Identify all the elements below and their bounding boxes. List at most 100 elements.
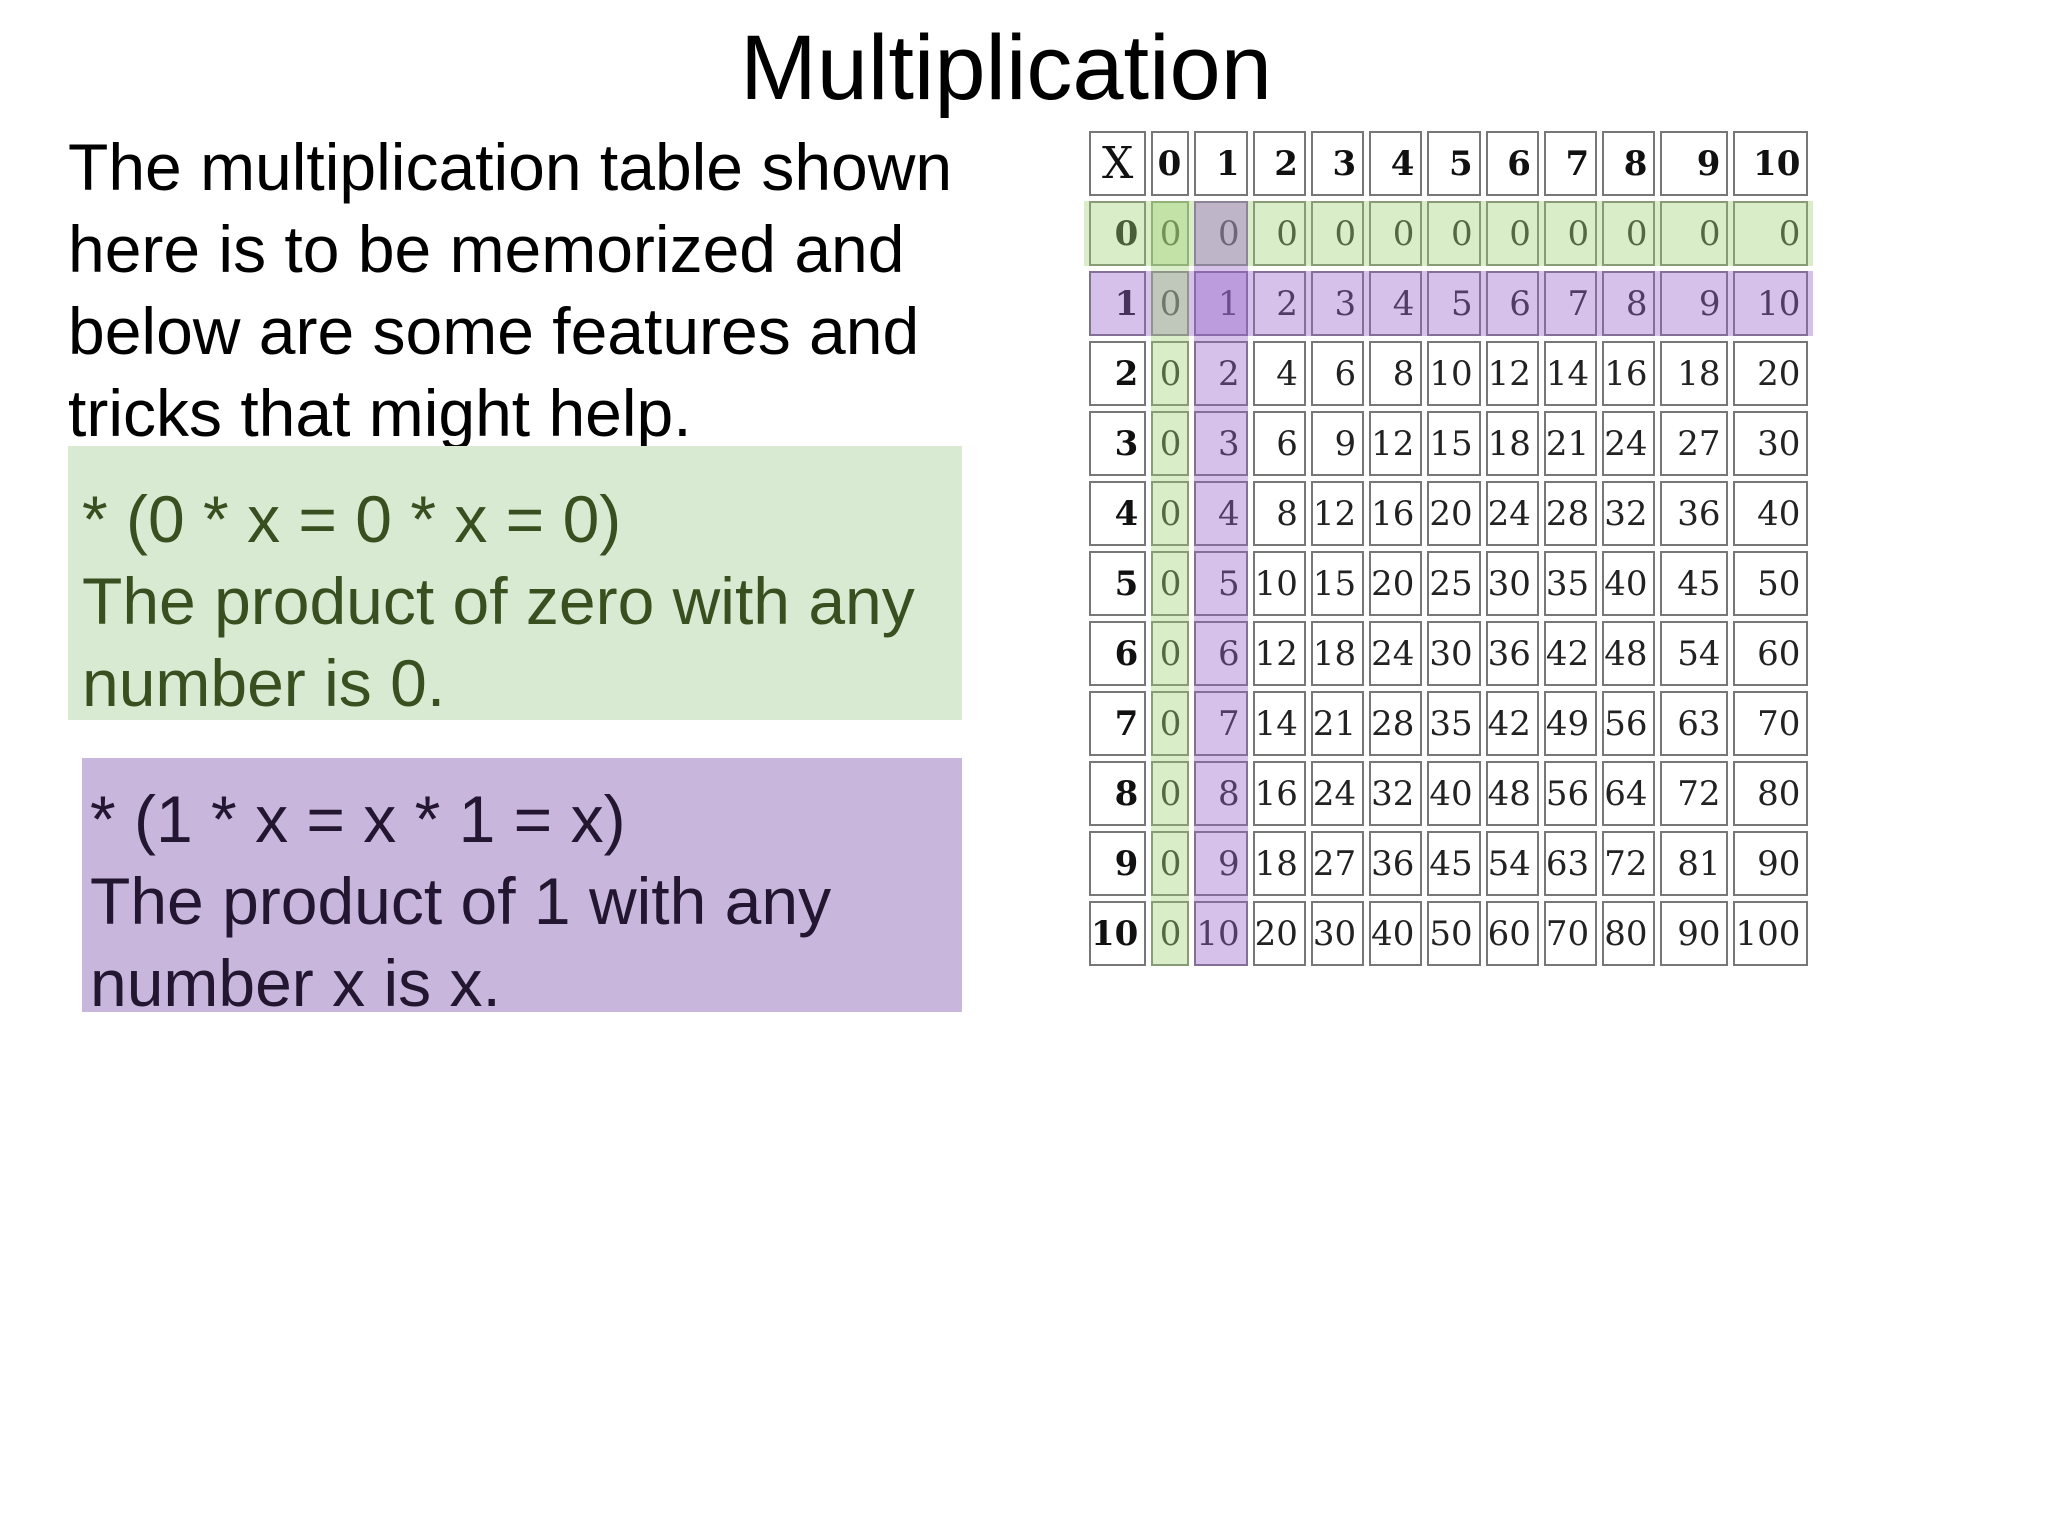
table-cell: 0: [1151, 621, 1190, 686]
table-cell: 20: [1252, 901, 1306, 966]
table-cell: 7: [1194, 691, 1248, 756]
table-cell: 45: [1427, 831, 1481, 896]
table-cell: 2: [1194, 341, 1248, 406]
table-cell: 16: [1252, 761, 1306, 826]
column-header-0: 0: [1151, 131, 1190, 196]
table-cell: 18: [1310, 621, 1365, 686]
table-cell: 45: [1660, 551, 1729, 616]
table-cell: 10: [1252, 551, 1306, 616]
table-cell: 8: [1369, 341, 1423, 406]
table-cell: 30: [1310, 901, 1365, 966]
identity-property-line-2: number x is x.: [90, 946, 501, 1020]
table-cell: 8: [1252, 481, 1306, 546]
table-cell: 72: [1660, 761, 1729, 826]
table-cell: 0: [1151, 481, 1190, 546]
table-corner-label: X: [1089, 131, 1147, 196]
table-cell: 3: [1194, 411, 1248, 476]
table-cell: 80: [1602, 901, 1656, 966]
table-cell: 24: [1369, 621, 1423, 686]
column-header-3: 3: [1310, 131, 1365, 196]
table-cell: 16: [1369, 481, 1423, 546]
row-header-2: 2: [1089, 341, 1147, 406]
table-cell: 70: [1733, 691, 1809, 756]
table-cell: 54: [1485, 831, 1539, 896]
table-cell: 12: [1369, 411, 1423, 476]
table-cell: 50: [1427, 901, 1481, 966]
table-cell: 90: [1733, 831, 1809, 896]
table-cell: 14: [1252, 691, 1306, 756]
table-cell: 48: [1485, 761, 1539, 826]
table-cell: 27: [1310, 831, 1365, 896]
identity-property-rule: * (1 * x = x * 1 = x): [90, 782, 626, 856]
table-cell: 0: [1660, 201, 1729, 266]
table-cell: 6: [1194, 621, 1248, 686]
table-cell: 10: [1194, 901, 1248, 966]
table-cell: 100: [1733, 901, 1809, 966]
table-cell: 0: [1151, 831, 1190, 896]
table-cell: 4: [1252, 341, 1306, 406]
table-cell: 28: [1543, 481, 1598, 546]
table-cell: 27: [1660, 411, 1729, 476]
table-cell: 9: [1660, 271, 1729, 336]
table-cell: 10: [1427, 341, 1481, 406]
table-cell: 90: [1660, 901, 1729, 966]
row-header-1: 1: [1089, 271, 1147, 336]
zero-property-line-2: number is 0.: [82, 646, 446, 720]
table-cell: 50: [1733, 551, 1809, 616]
table-cell: 12: [1252, 621, 1306, 686]
table-cell: 25: [1427, 551, 1481, 616]
table-cell: 54: [1660, 621, 1729, 686]
row-header-10: 10: [1089, 901, 1147, 966]
column-header-1: 1: [1194, 131, 1248, 196]
table-cell: 16: [1602, 341, 1656, 406]
column-header-4: 4: [1369, 131, 1423, 196]
row-header-8: 8: [1089, 761, 1147, 826]
table-cell: 40: [1427, 761, 1481, 826]
table-cell: 12: [1485, 341, 1539, 406]
table-cell: 80: [1733, 761, 1809, 826]
zero-property-rule: * (0 * x = 0 * x = 0): [82, 482, 622, 556]
table-cell: 3: [1310, 271, 1365, 336]
column-header-10: 10: [1733, 131, 1809, 196]
column-header-2: 2: [1252, 131, 1306, 196]
row-header-0: 0: [1089, 201, 1147, 266]
table-cell: 20: [1427, 481, 1481, 546]
table-cell: 0: [1310, 201, 1365, 266]
table-cell: 0: [1151, 201, 1190, 266]
table-cell: 5: [1427, 271, 1481, 336]
zero-property-line-1: The product of zero with any: [82, 564, 915, 638]
table-cell: 0: [1485, 201, 1539, 266]
table-cell: 7: [1543, 271, 1598, 336]
table-cell: 42: [1485, 691, 1539, 756]
table-cell: 30: [1485, 551, 1539, 616]
slide-title: Multiplication: [740, 17, 1272, 119]
table-cell: 15: [1427, 411, 1481, 476]
table-cell: 40: [1602, 551, 1656, 616]
table-cell: 0: [1151, 691, 1190, 756]
table-cell: 1: [1194, 271, 1248, 336]
table-cell: 18: [1252, 831, 1306, 896]
table-cell: 42: [1543, 621, 1598, 686]
table-cell: 14: [1543, 341, 1598, 406]
table-cell: 0: [1369, 201, 1423, 266]
table-cell: 21: [1543, 411, 1598, 476]
table-cell: 0: [1194, 201, 1248, 266]
identity-property-line-1: The product of 1 with any: [90, 864, 832, 938]
row-header-6: 6: [1089, 621, 1147, 686]
row-header-9: 9: [1089, 831, 1147, 896]
table-cell: 36: [1485, 621, 1539, 686]
table-cell: 5: [1194, 551, 1248, 616]
table-cell: 0: [1733, 201, 1809, 266]
table-cell: 40: [1369, 901, 1423, 966]
table-cell: 4: [1369, 271, 1423, 336]
table-cell: 15: [1310, 551, 1365, 616]
table-cell: 0: [1427, 201, 1481, 266]
table-cell: 35: [1427, 691, 1481, 756]
table-cell: 32: [1602, 481, 1656, 546]
